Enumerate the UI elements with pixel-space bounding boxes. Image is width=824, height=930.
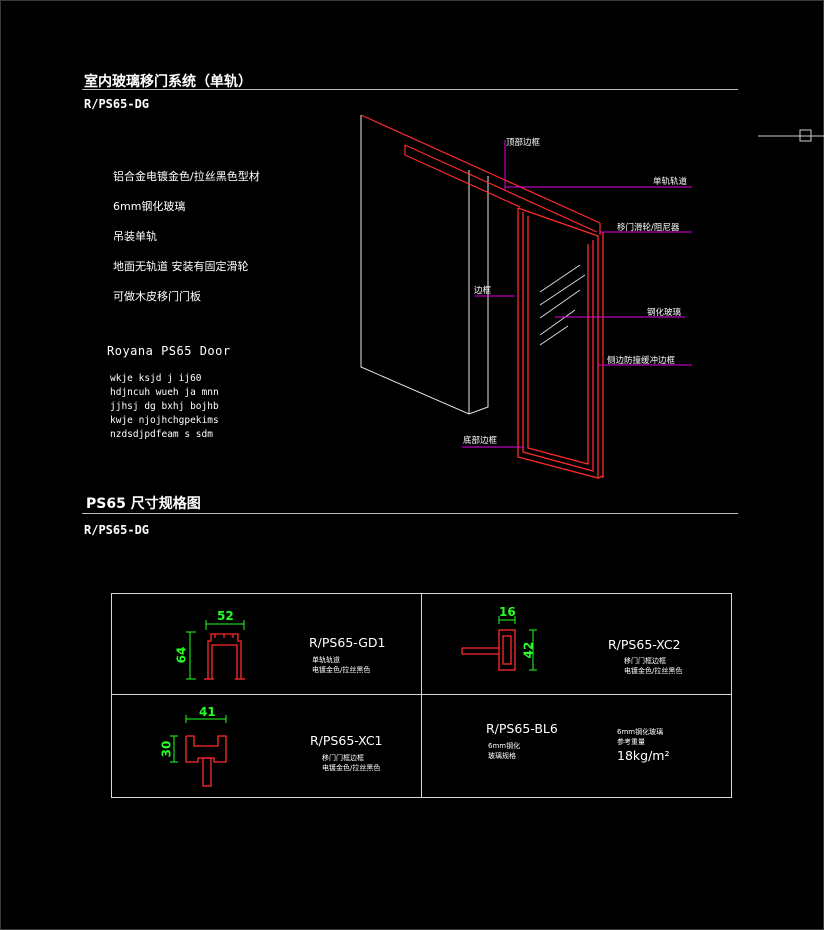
callout-wall-edge: 边框 (474, 286, 492, 296)
title-underline (82, 89, 738, 90)
dimension-label: 64 (174, 646, 189, 664)
dimension-xc2 (498, 616, 537, 671)
feature-item: 吊装单轨 (113, 230, 157, 243)
page-title: 室内玻璃移门系统（单轨） (84, 74, 252, 90)
side-marker (758, 129, 824, 142)
profile-xc1 (185, 735, 227, 787)
feature-item: 6mm钢化玻璃 (113, 200, 186, 213)
brand-name: Royana PS65 Door (107, 344, 231, 358)
glass-reflection (539, 264, 586, 346)
callout-single-rail: 单轨轨道 (653, 177, 688, 187)
leader-lines (462, 140, 692, 448)
brand-line: nzdsdjpdfeam s sdm (110, 429, 213, 440)
rail-profile (360, 114, 601, 235)
spec-desc: 电镀金色/拉丝黑色 (624, 667, 683, 675)
profile-gd1 (204, 633, 245, 680)
spec-desc: 移门门框边框 (624, 657, 666, 665)
wall-panel (360, 115, 489, 415)
feature-item: 可做木皮移门门板 (113, 290, 201, 303)
section-model-code: R/PS65-DG (84, 523, 150, 537)
door-frame (517, 207, 604, 479)
dimension-gd1 (186, 620, 245, 680)
callout-roller: 移门滑轮/阻尼器 (617, 223, 680, 233)
spec-desc: 6mm钢化玻璃 (617, 728, 664, 736)
brand-line: jjhsj dg bxhj bojhb (110, 401, 219, 412)
spec-code: R/PS65-XC1 (310, 733, 383, 748)
callout-top-frame: 顶部边框 (506, 138, 541, 148)
spec-desc: 移门门框边框 (322, 754, 364, 762)
callout-bottom-frame: 底部边框 (463, 436, 498, 446)
dimension-label: 16 (499, 605, 516, 619)
spec-desc: 电镀金色/拉丝黑色 (312, 666, 371, 674)
dimension-label: 52 (217, 609, 234, 623)
profile-xc2 (461, 629, 516, 671)
spec-desc: 电镀金色/拉丝黑色 (322, 764, 381, 772)
spec-desc: 玻璃规格 (488, 752, 516, 760)
dimension-label: 30 (159, 740, 174, 758)
glass-weight: 18kg/m² (617, 748, 670, 763)
spec-code: R/PS65-GD1 (309, 635, 386, 650)
section-title: PS65 尺寸规格图 (86, 496, 201, 512)
dimension-label: 42 (521, 641, 536, 659)
spec-code: R/PS65-XC2 (608, 637, 681, 652)
spec-desc: 6mm钢化 (488, 742, 521, 750)
callout-side-frame: 侧边防撞缓冲边框 (607, 356, 676, 366)
dimension-label: 41 (199, 705, 216, 719)
model-code: R/PS65-DG (84, 97, 150, 111)
brand-line: hdjncuh wueh ja mnn (110, 387, 219, 398)
callout-glass: 钢化玻璃 (647, 308, 682, 318)
spec-desc: 参考重量 (617, 738, 645, 746)
dimension-xc1 (170, 715, 227, 763)
brand-line: wkje ksjd j ij60 (110, 373, 202, 384)
feature-item: 地面无轨道 安装有固定滑轮 (113, 260, 249, 273)
section-underline (82, 513, 738, 514)
feature-item: 铝合金电镀金色/拉丝黑色型材 (113, 170, 260, 183)
brand-line: kwje njojhchgpekims (110, 415, 219, 426)
spec-code: R/PS65-BL6 (486, 721, 558, 736)
spec-desc: 单轨轨道 (312, 656, 340, 664)
